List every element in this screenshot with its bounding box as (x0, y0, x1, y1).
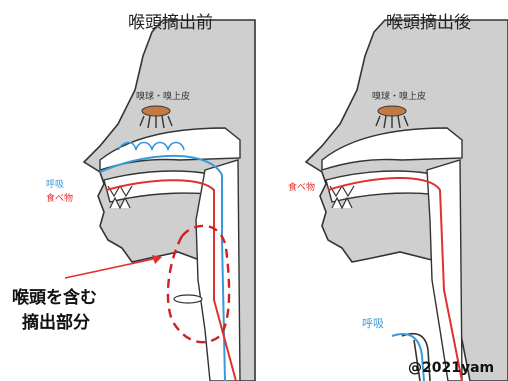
label-food-after: 食べ物 (288, 181, 315, 193)
label-breath-after: 呼吸 (362, 317, 384, 330)
label-olfactory-after: 嗅球・嗅上皮 (372, 90, 426, 102)
head-before (65, 20, 255, 381)
vocal-cord-before (174, 295, 202, 303)
olfactory-bulb-before (142, 106, 170, 116)
pharynx-before (196, 160, 240, 381)
title-before: 喉頭摘出前 (128, 13, 213, 33)
head-after (306, 20, 508, 381)
label-olfactory-before: 嗅球・嗅上皮 (136, 90, 190, 102)
label-removed-line1: 喉頭を含む (12, 287, 97, 308)
pharynx-after (427, 160, 462, 381)
olfactory-bulb-after (378, 106, 406, 116)
label-removed-line2: 摘出部分 (22, 312, 90, 333)
label-food-before: 食べ物 (46, 192, 73, 204)
credit-text: @2021yam (408, 360, 494, 376)
pointer-arrow (65, 258, 158, 278)
label-breath-before: 呼吸 (46, 179, 64, 190)
title-after: 喉頭摘出後 (386, 13, 471, 33)
